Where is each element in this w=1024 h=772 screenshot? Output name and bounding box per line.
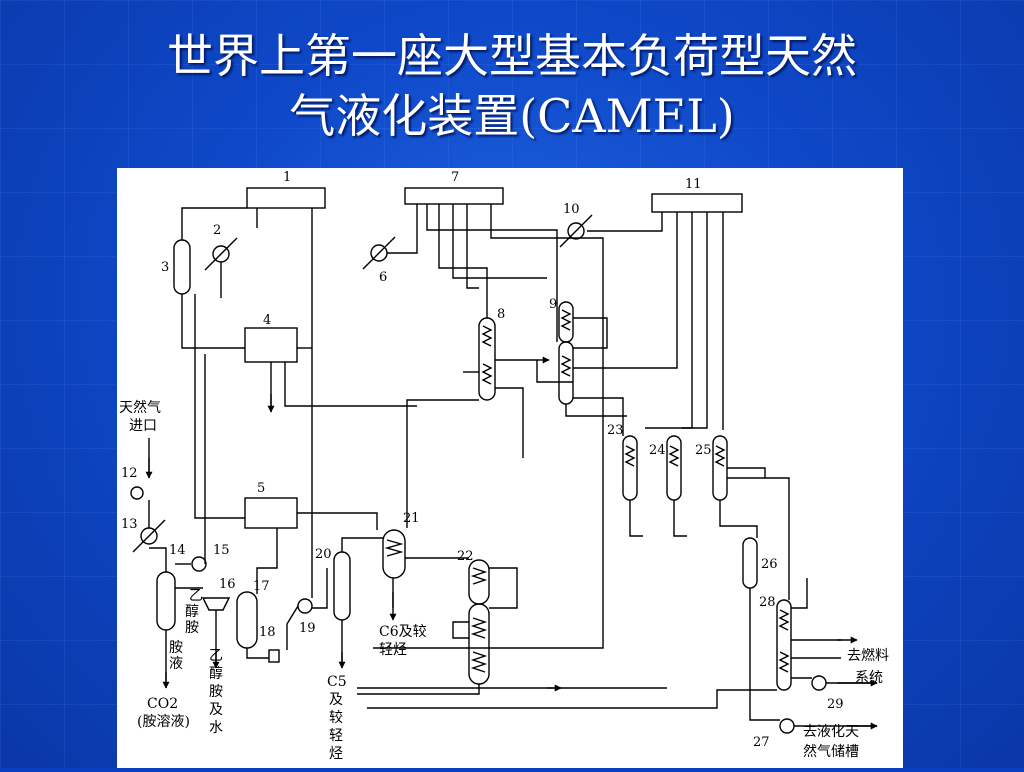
- label-ethanolamine-3: 胺: [185, 620, 199, 636]
- exchanger-15: [191, 556, 207, 572]
- label-eth-water-4: 及: [209, 702, 223, 718]
- label-c5-3: 较: [329, 710, 343, 726]
- label-eth-water-5: 水: [209, 720, 223, 736]
- title-line-1: 世界上第一座大型基本负荷型天然: [167, 29, 857, 83]
- label-co2-2: (胺溶液): [137, 714, 190, 730]
- vessel-26: [742, 537, 758, 589]
- label-unit-10: 10: [563, 202, 580, 217]
- label-fuel-1: 去燃料: [847, 647, 889, 664]
- compressor-12: [130, 486, 144, 500]
- slide-title: 世界上第一座大型基本负荷型天然 气液化装置(CAMEL): [0, 26, 1024, 146]
- label-unit-11: 11: [685, 177, 702, 192]
- title-line-2: 气液化装置(CAMEL): [289, 89, 735, 143]
- label-unit-5: 5: [257, 481, 265, 496]
- label-unit-13: 13: [121, 517, 138, 532]
- vessel-21: [382, 529, 406, 579]
- label-unit-24: 24: [649, 443, 666, 458]
- vessel-3: [173, 239, 191, 295]
- label-unit-28: 28: [759, 595, 776, 610]
- column-14: [156, 571, 176, 631]
- pump-27: [779, 718, 795, 734]
- label-unit-27: 27: [753, 735, 770, 750]
- vessel-17: [236, 591, 258, 649]
- label-gas-inlet-2: 进口: [129, 418, 157, 434]
- label-unit-15: 15: [213, 543, 230, 558]
- unit-7-box: [404, 187, 504, 205]
- label-amine-liquid-2: 液: [169, 656, 183, 672]
- label-unit-1: 1: [283, 170, 291, 185]
- label-c5-2: 及: [329, 692, 343, 708]
- unit-5-box: [244, 497, 298, 529]
- label-c5-4: 轻: [329, 728, 343, 744]
- label-unit-20: 20: [315, 547, 332, 562]
- label-unit-4: 4: [263, 313, 271, 328]
- column-24: [666, 435, 682, 501]
- vessel-20: [333, 551, 351, 621]
- label-unit-8: 8: [497, 307, 505, 322]
- flow-diagram-svg: 1 2 3 4 5 6 7 8 9 10 11 12 13 14 15 16 1…: [119, 170, 889, 762]
- label-unit-12: 12: [121, 466, 138, 481]
- column-25: [712, 435, 728, 501]
- label-gas-inlet-1: 天然气: [119, 399, 161, 416]
- label-fuel-2: 系统: [855, 670, 883, 686]
- label-amine-liquid-1: 胺: [169, 640, 183, 656]
- exchanger-10: [567, 222, 585, 240]
- label-unit-17: 17: [253, 579, 270, 594]
- label-unit-16: 16: [219, 577, 236, 592]
- unit-4-box: [244, 327, 298, 363]
- label-eth-water-3: 胺: [209, 684, 223, 700]
- label-lng-1: 去液化天: [803, 724, 859, 740]
- label-unit-21: 21: [403, 511, 420, 526]
- label-unit-25: 25: [695, 443, 712, 458]
- label-ethanolamine-2: 醇: [185, 603, 199, 620]
- label-unit-3: 3: [161, 260, 169, 275]
- label-ethanolamine-1: 乙: [189, 588, 203, 604]
- label-eth-water-1: 乙: [209, 648, 223, 664]
- label-unit-7: 7: [451, 170, 459, 185]
- process-flow-diagram: 1 2 3 4 5 6 7 8 9 10 11 12 13 14 15 16 1…: [117, 168, 903, 768]
- unit-11-box: [651, 193, 743, 213]
- unit-18: [268, 649, 280, 663]
- label-unit-29: 29: [827, 697, 844, 712]
- unit-1-box: [246, 187, 326, 209]
- label-unit-18: 18: [259, 625, 276, 640]
- label-c5-5: 烃: [329, 746, 343, 762]
- label-eth-water-2: 醇: [209, 665, 223, 682]
- label-unit-19: 19: [299, 621, 316, 636]
- label-unit-22: 22: [457, 549, 474, 564]
- label-co2-1: CO2: [147, 696, 178, 712]
- label-unit-6: 6: [379, 270, 387, 285]
- label-lng-2: 然气储槽: [803, 743, 859, 760]
- label-unit-2: 2: [213, 223, 221, 238]
- label-unit-23: 23: [607, 423, 624, 438]
- column-28: [776, 599, 792, 691]
- label-unit-9: 9: [549, 297, 557, 312]
- label-c6-2: 轻烃: [379, 642, 407, 658]
- separator-16: [201, 597, 231, 611]
- column-22-lower: [468, 603, 490, 685]
- label-unit-14: 14: [169, 543, 186, 558]
- column-8: [478, 317, 496, 401]
- pump-29: [811, 675, 827, 691]
- label-c6-1: C6及较: [379, 624, 427, 640]
- pump-19: [297, 598, 313, 614]
- label-c5-1: C5: [327, 674, 347, 690]
- column-9-lower: [558, 341, 574, 405]
- column-23: [622, 435, 638, 501]
- label-unit-26: 26: [761, 557, 778, 572]
